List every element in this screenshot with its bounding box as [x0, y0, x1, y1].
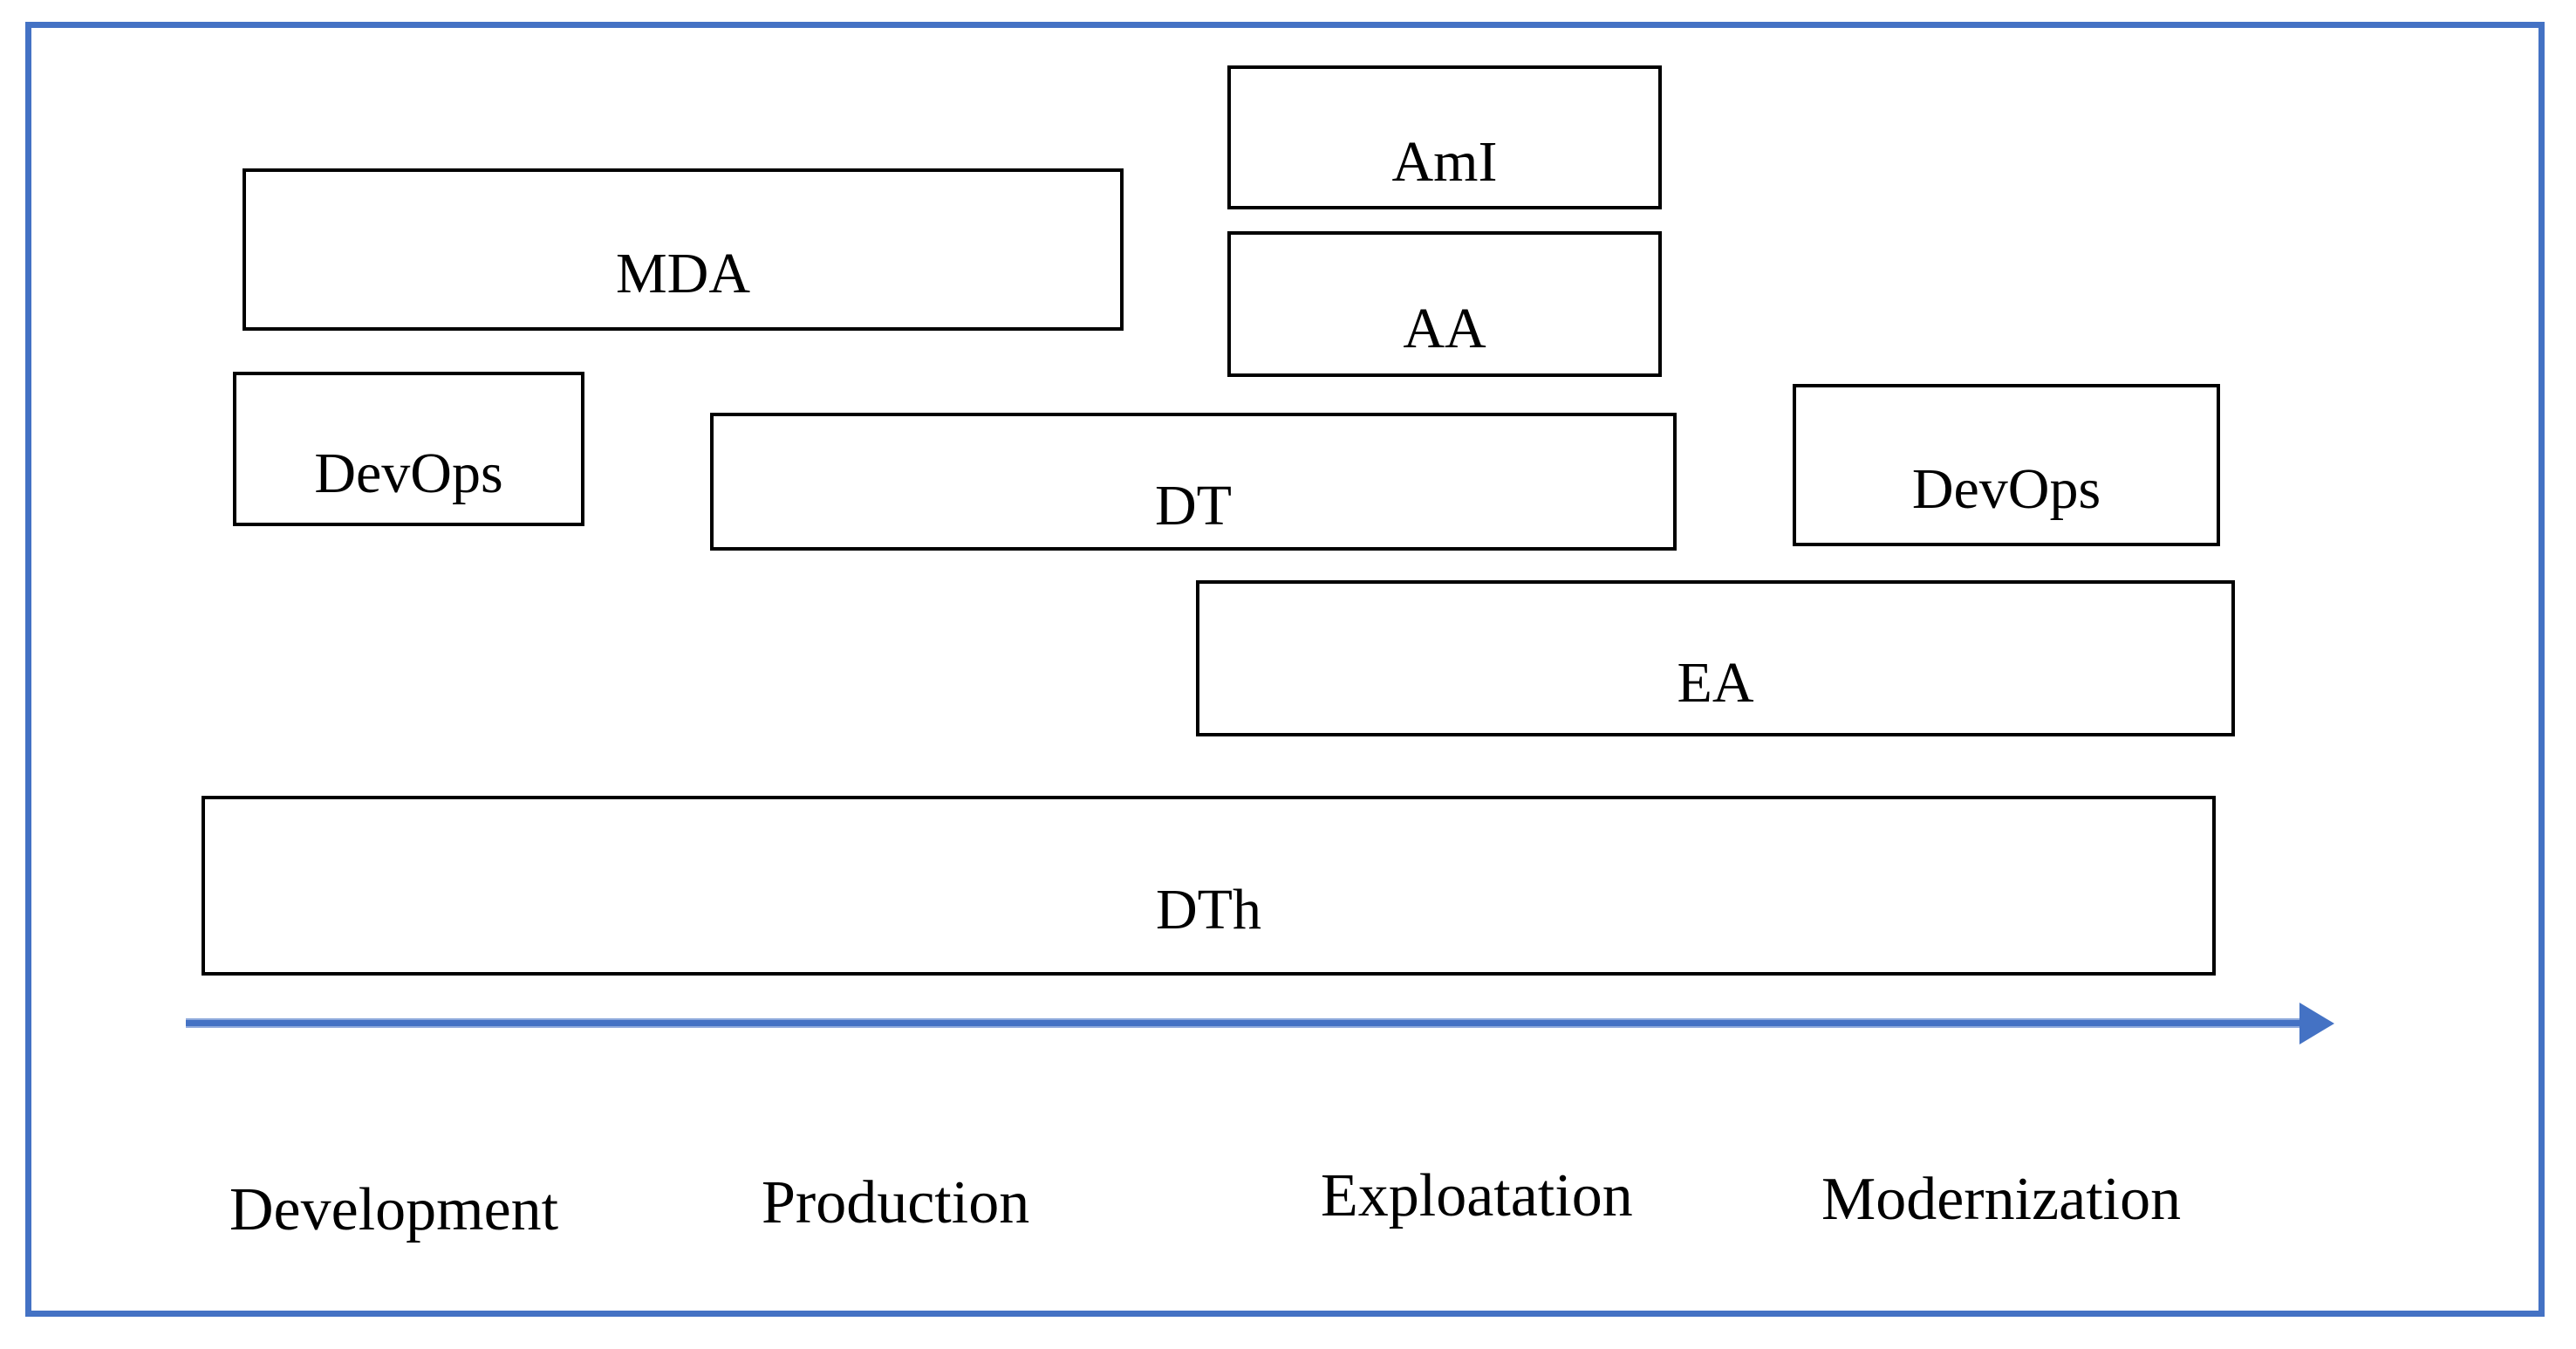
- box-aa-label: AA: [1403, 296, 1486, 360]
- box-dth-label: DTh: [1156, 878, 1261, 942]
- box-ea: EA: [1196, 580, 2235, 736]
- box-aa: AA: [1227, 231, 1662, 377]
- box-ea-label: EA: [1677, 650, 1754, 715]
- box-devops-right-label: DevOps: [1911, 457, 2101, 521]
- timeline-arrow-head-icon: [2299, 1003, 2334, 1044]
- phase-label-production: Production: [762, 1169, 1030, 1236]
- timeline-arrow: [186, 1018, 2303, 1028]
- box-dt: DT: [710, 413, 1677, 551]
- box-dt-label: DT: [1155, 474, 1232, 538]
- phase-label-modernization: Modernization: [1821, 1166, 2182, 1233]
- figure-border: [25, 22, 2545, 1317]
- box-ami-label: AmI: [1391, 129, 1498, 194]
- box-devops-left-label: DevOps: [314, 441, 503, 505]
- phase-label-exploatation: Exploatation: [1321, 1162, 1633, 1229]
- box-devops-right: DevOps: [1793, 384, 2220, 546]
- phase-label-development: Development: [229, 1176, 559, 1243]
- box-devops-left: DevOps: [233, 372, 584, 526]
- box-ami: AmI: [1227, 65, 1662, 209]
- box-mda-label: MDA: [615, 242, 750, 305]
- box-dth: DTh: [202, 796, 2216, 976]
- box-mda: MDA: [243, 168, 1124, 331]
